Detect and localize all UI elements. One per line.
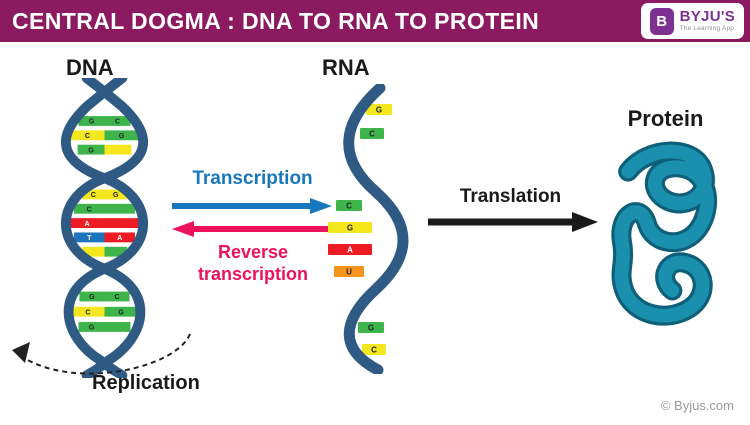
dna-base-right bbox=[104, 291, 130, 302]
replication-arrow bbox=[12, 333, 191, 375]
dna-base-letter: G bbox=[88, 146, 94, 154]
dna-base-letter: C bbox=[114, 293, 119, 301]
rna-base-letter: G bbox=[376, 106, 382, 115]
dna-base-right bbox=[104, 218, 140, 228]
dna-base-right bbox=[104, 130, 139, 141]
protein-label: Protein bbox=[627, 106, 704, 131]
dna-base-letter: G bbox=[89, 324, 95, 332]
translation-arrowhead bbox=[572, 212, 598, 232]
dna-base-left bbox=[70, 130, 105, 141]
dna-strand-2 bbox=[61, 78, 148, 378]
dna-base-left bbox=[77, 144, 105, 155]
dna-base-left bbox=[82, 189, 105, 200]
rna-strand-illustration: G C C G A U G C bbox=[328, 84, 409, 374]
byjus-logo-text: BYJU'S The Learning App bbox=[680, 9, 735, 33]
dna-base-letter: G bbox=[119, 132, 125, 140]
copyright-text: © Byjus.com bbox=[660, 398, 734, 413]
rna-base-letter: U bbox=[346, 268, 352, 277]
translation-arrow bbox=[428, 212, 598, 232]
rna-base-letter: G bbox=[368, 324, 374, 333]
dna-base-letter: C bbox=[85, 308, 90, 316]
replication-label: Replication bbox=[92, 372, 200, 394]
replication-arrowhead bbox=[12, 342, 30, 363]
dna-base-letter: A bbox=[117, 234, 122, 242]
rna-base-letter: A bbox=[347, 246, 353, 255]
dna-label: DNA bbox=[66, 55, 114, 80]
rna-base bbox=[362, 344, 386, 355]
reverse-transcription-arrowhead bbox=[172, 221, 194, 237]
dna-base-letter: G bbox=[89, 293, 95, 301]
transcription-arrow bbox=[172, 198, 332, 214]
protein-ribbon bbox=[614, 144, 714, 323]
rna-base bbox=[336, 200, 362, 211]
rna-base bbox=[328, 222, 372, 233]
page-title: CENTRAL DOGMA : DNA TO RNA TO PROTEIN bbox=[12, 7, 540, 34]
rna-bases: G C C G A U G C bbox=[328, 104, 392, 355]
replication-dashed-path bbox=[23, 333, 191, 375]
dna-base-letter: G bbox=[89, 118, 95, 126]
dna-base-left bbox=[74, 232, 105, 243]
dna-base-letter: G bbox=[118, 308, 124, 316]
dna-strand-1 bbox=[61, 78, 148, 378]
rna-base-letter: C bbox=[346, 202, 352, 211]
rna-base-letter: C bbox=[369, 130, 375, 139]
dna-base-right bbox=[104, 189, 127, 200]
dna-base-letter: A bbox=[84, 220, 89, 228]
dna-base-left bbox=[82, 246, 105, 257]
dna-base-letter: C bbox=[85, 132, 90, 140]
byjus-logo-icon: B bbox=[649, 7, 674, 35]
dna-base-right bbox=[104, 322, 131, 332]
transcription-label: Transcription bbox=[192, 168, 313, 189]
protein-illustration bbox=[611, 141, 717, 326]
dna-base-letter: G bbox=[113, 191, 119, 199]
rna-label: RNA bbox=[322, 55, 370, 80]
reverse-transcription-arrow bbox=[172, 221, 332, 237]
byjus-brand-text: BYJU'S bbox=[679, 8, 735, 26]
rna-base bbox=[328, 244, 372, 255]
dna-base-right bbox=[104, 144, 132, 155]
rna-base bbox=[366, 104, 392, 115]
byjus-logo: B BYJU'S The Learning App bbox=[640, 3, 744, 39]
dna-base-left bbox=[69, 218, 105, 228]
dna-base-right bbox=[104, 306, 138, 317]
translation-arrow-shaft bbox=[428, 218, 574, 226]
rna-strand bbox=[343, 84, 409, 374]
dna-base-right bbox=[104, 203, 135, 214]
rna-base bbox=[334, 266, 364, 277]
transcription-arrow-shaft bbox=[172, 203, 312, 209]
dna-base-right bbox=[104, 246, 127, 257]
dna-base-left bbox=[78, 322, 105, 332]
rna-base-letter: C bbox=[371, 346, 377, 355]
title-banner: CENTRAL DOGMA : DNA TO RNA TO PROTEIN bbox=[0, 0, 750, 42]
dna-base-left bbox=[74, 203, 105, 214]
dna-base-left bbox=[79, 291, 105, 302]
dna-base-right bbox=[104, 232, 135, 243]
translation-label: Translation bbox=[459, 186, 562, 207]
dna-base-letter: C bbox=[115, 118, 120, 126]
byjus-tagline: The Learning App bbox=[679, 25, 735, 33]
dna-base-letter: C bbox=[91, 191, 96, 199]
dna-base-right bbox=[104, 116, 131, 126]
dna-base-left bbox=[78, 116, 105, 126]
rna-base bbox=[360, 128, 384, 139]
reverse-transcription-arrow-shaft bbox=[192, 226, 332, 232]
dna-base-left bbox=[71, 306, 105, 317]
reverse-transcription-label: Reverse transcription bbox=[197, 242, 308, 284]
dna-base-letter: C bbox=[87, 205, 92, 213]
rna-base bbox=[358, 322, 384, 333]
rna-base-letter: G bbox=[347, 224, 353, 233]
transcription-arrowhead bbox=[310, 198, 332, 214]
dna-base-letter: T bbox=[87, 234, 92, 242]
